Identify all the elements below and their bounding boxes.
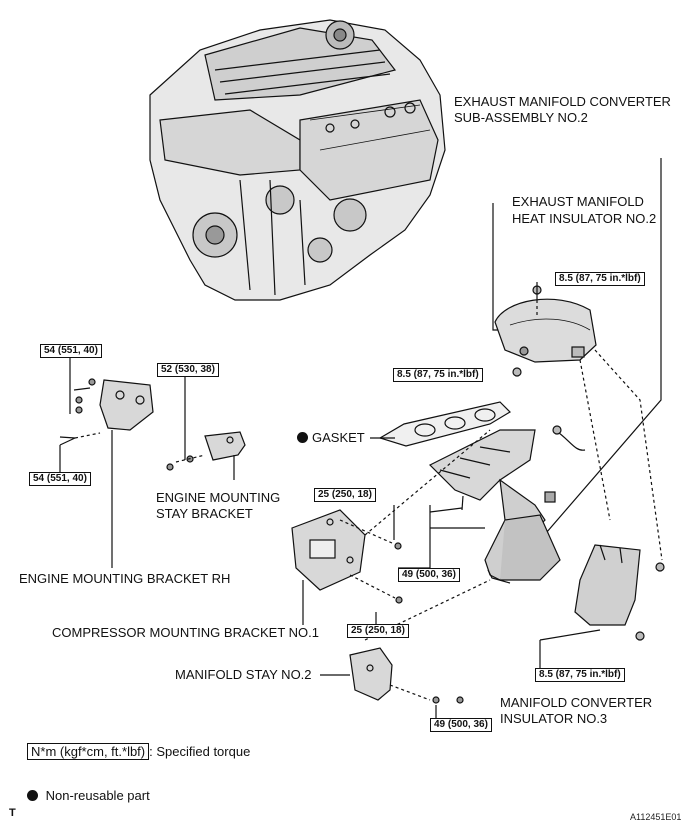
label-heat-insulator-2: HEAT INSULATOR NO.2 [512,211,657,226]
corner-mark: T [9,807,16,819]
legend-non-reusable: Non-reusable part [27,788,150,804]
label-stay-bracket-1: ENGINE MOUNTING [156,490,281,505]
non-reusable-dot-icon [297,432,308,443]
legend-unit-text: : Specified torque [149,744,251,759]
torque-8-5-converter: 8.5 (87, 75 in.*lbf) [535,668,625,682]
label-compressor-mounting-bracket: COMPRESSOR MOUNTING BRACKET NO.1 [52,625,320,640]
torque-54-bottom: 54 (551, 40) [29,472,91,486]
label-exhaust-manifold-converter-1: EXHAUST MANIFOLD CONVERTER [454,94,671,109]
exhaust-manifold-shape [428,425,586,584]
label-heat-insulator-1: EXHAUST MANIFOLD [512,194,644,209]
gasket-text: GASKET [312,430,365,445]
torque-49-bottom: 49 (500, 36) [430,718,492,732]
label-converter-insulator-2: INSULATOR NO.3 [500,711,608,726]
torque-49-left: 49 (500, 36) [398,568,460,582]
torque-8-5-insulator-top: 8.5 (87, 75 in.*lbf) [555,272,645,286]
torque-25-top: 25 (250, 18) [314,488,376,502]
engine-mounting-bracket-shape [59,357,154,568]
label-engine-mounting-bracket-rh: ENGINE MOUNTING BRACKET RH [19,571,231,586]
label-stay-bracket-2: STAY BRACKET [156,506,253,521]
gasket-shape [378,401,511,447]
legend-torque: N*m (kgf*cm, ft.*lbf): Specified torque [27,743,251,760]
legend-unit-box: N*m (kgf*cm, ft.*lbf) [27,743,150,760]
stay-bracket-shape [166,375,246,480]
legend-dot-icon [27,790,38,801]
figure-id: A112451E01 [630,812,682,822]
engine-illustration [149,19,446,301]
label-gasket: GASKET [297,430,365,446]
label-manifold-stay: MANIFOLD STAY NO.2 [175,667,312,682]
torque-52: 52 (530, 38) [157,363,219,377]
manifold-stay-shape [320,647,464,718]
label-converter-insulator-1: MANIFOLD CONVERTER [500,695,653,710]
heat-insulator-shape [492,203,663,561]
compressor-bracket-shape [291,429,491,641]
label-exhaust-manifold-converter-2: SUB-ASSEMBLY NO.2 [454,110,588,125]
torque-25-bottom: 25 (250, 18) [347,624,409,638]
legend-non-reusable-text: Non-reusable part [45,788,150,803]
torque-54-top: 54 (551, 40) [40,344,102,358]
torque-8-5-insulator-left: 8.5 (87, 75 in.*lbf) [393,368,483,382]
converter-insulator-shape [539,544,665,668]
